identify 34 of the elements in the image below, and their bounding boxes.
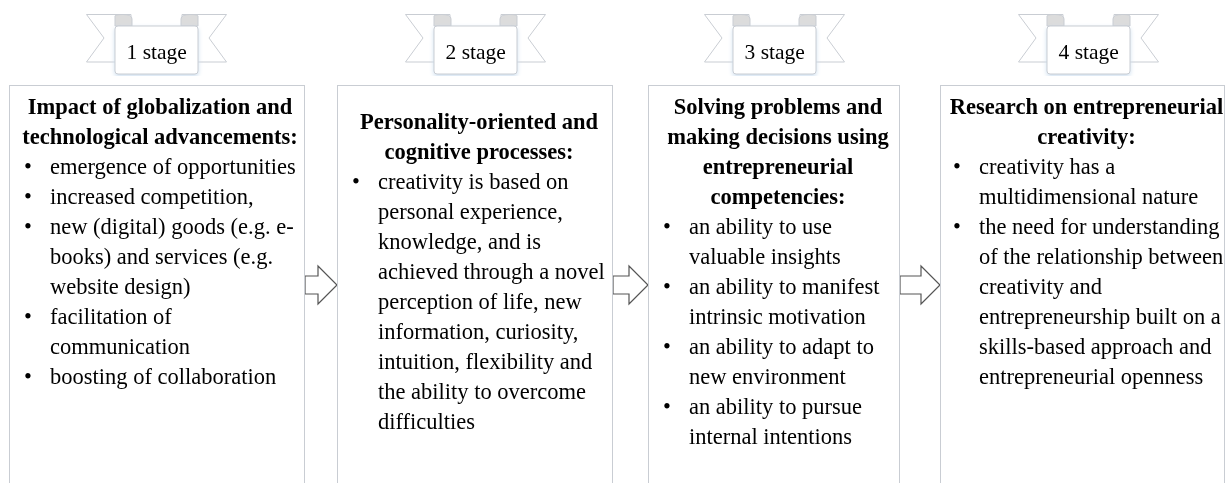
block-arrow — [304, 264, 338, 306]
stage-label: 1 stage — [126, 40, 187, 64]
bullet-marker: • — [663, 213, 672, 241]
stage-box — [337, 85, 613, 483]
stage-label: 4 stage — [1058, 40, 1119, 64]
stage-box — [940, 85, 1225, 483]
bullet-item: emergence of opportunities — [50, 153, 297, 181]
box-heading: Research on entrepreneurial creativity: — [949, 93, 1224, 151]
stage-label: 3 stage — [744, 40, 805, 64]
bullet-item: increased competition, — [50, 183, 255, 211]
bullet-item: new (digital) goods (e.g. e-books) and services (e.g. website design) — [50, 213, 295, 301]
bullet-item: the need for understanding of the relationship between creativity and entrepreneurship built on a skills-based approach and entrepreneurial openness — [979, 213, 1224, 391]
bullet-marker: • — [953, 213, 962, 241]
box-heading: Impact of globalization and technological advancements: — [21, 93, 299, 151]
block-arrow — [899, 264, 941, 306]
bullet-marker: • — [663, 333, 672, 361]
block-arrow — [612, 264, 649, 306]
bullet-item: creativity is based on personal experience, knowledge, and is achieved through a novel perception of life, new information, curiosity, intuition, flexibility and the ability to overcome difficulties — [378, 168, 606, 436]
bullet-marker: • — [663, 273, 672, 301]
bullet-marker: • — [663, 393, 672, 421]
bullet-marker: • — [24, 363, 33, 391]
stage-box — [9, 85, 305, 483]
bullet-marker: • — [24, 303, 33, 331]
bullet-marker: • — [24, 153, 33, 181]
bullet-marker: • — [24, 213, 33, 241]
bullet-item: boosting of collaboration — [50, 363, 278, 391]
bullet-marker: • — [352, 168, 361, 196]
box-heading: Personality-oriented and cognitive processes: — [358, 108, 600, 166]
bullet-marker: • — [953, 153, 962, 181]
bullet-item: an ability to pursue internal intentions — [689, 393, 864, 451]
box-heading: Solving problems and making decisions using entrepreneurial competencies: — [666, 93, 890, 211]
stage-box — [648, 85, 900, 483]
bullet-marker: • — [24, 183, 33, 211]
stage-label: 2 stage — [445, 40, 506, 64]
